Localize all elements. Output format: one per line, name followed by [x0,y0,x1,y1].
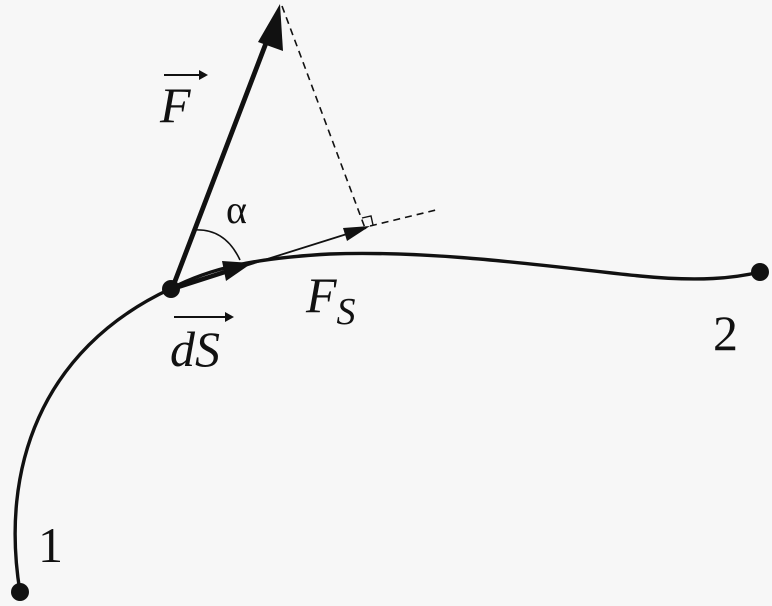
force-vector-head [258,4,283,51]
displacement-label-arrow [174,312,234,322]
angle-arc [193,229,241,261]
origin-dot [162,280,180,298]
force-label-arrow [164,70,208,80]
projection-label-main: F [306,267,337,323]
angle-label: α [226,187,247,232]
displacement-vector-head [222,261,252,281]
force-vector-f [169,27,274,292]
point-2-dot [751,263,769,281]
displacement-vector-ds [169,268,231,292]
point-1-dot [11,583,29,601]
projection-dashed-line [281,5,366,229]
force-label: F [160,77,191,133]
point-2-label: 2 [713,305,738,361]
right-angle-marker [361,215,374,226]
tangent-dashed-extension [369,209,437,227]
displacement-label: dS [170,321,220,377]
projection-vector-head [343,226,370,241]
trajectory-curve [13,251,762,594]
projection-label-sub: S [336,291,356,333]
point-1-label: 1 [38,517,63,573]
projection-label: FS [306,267,356,331]
